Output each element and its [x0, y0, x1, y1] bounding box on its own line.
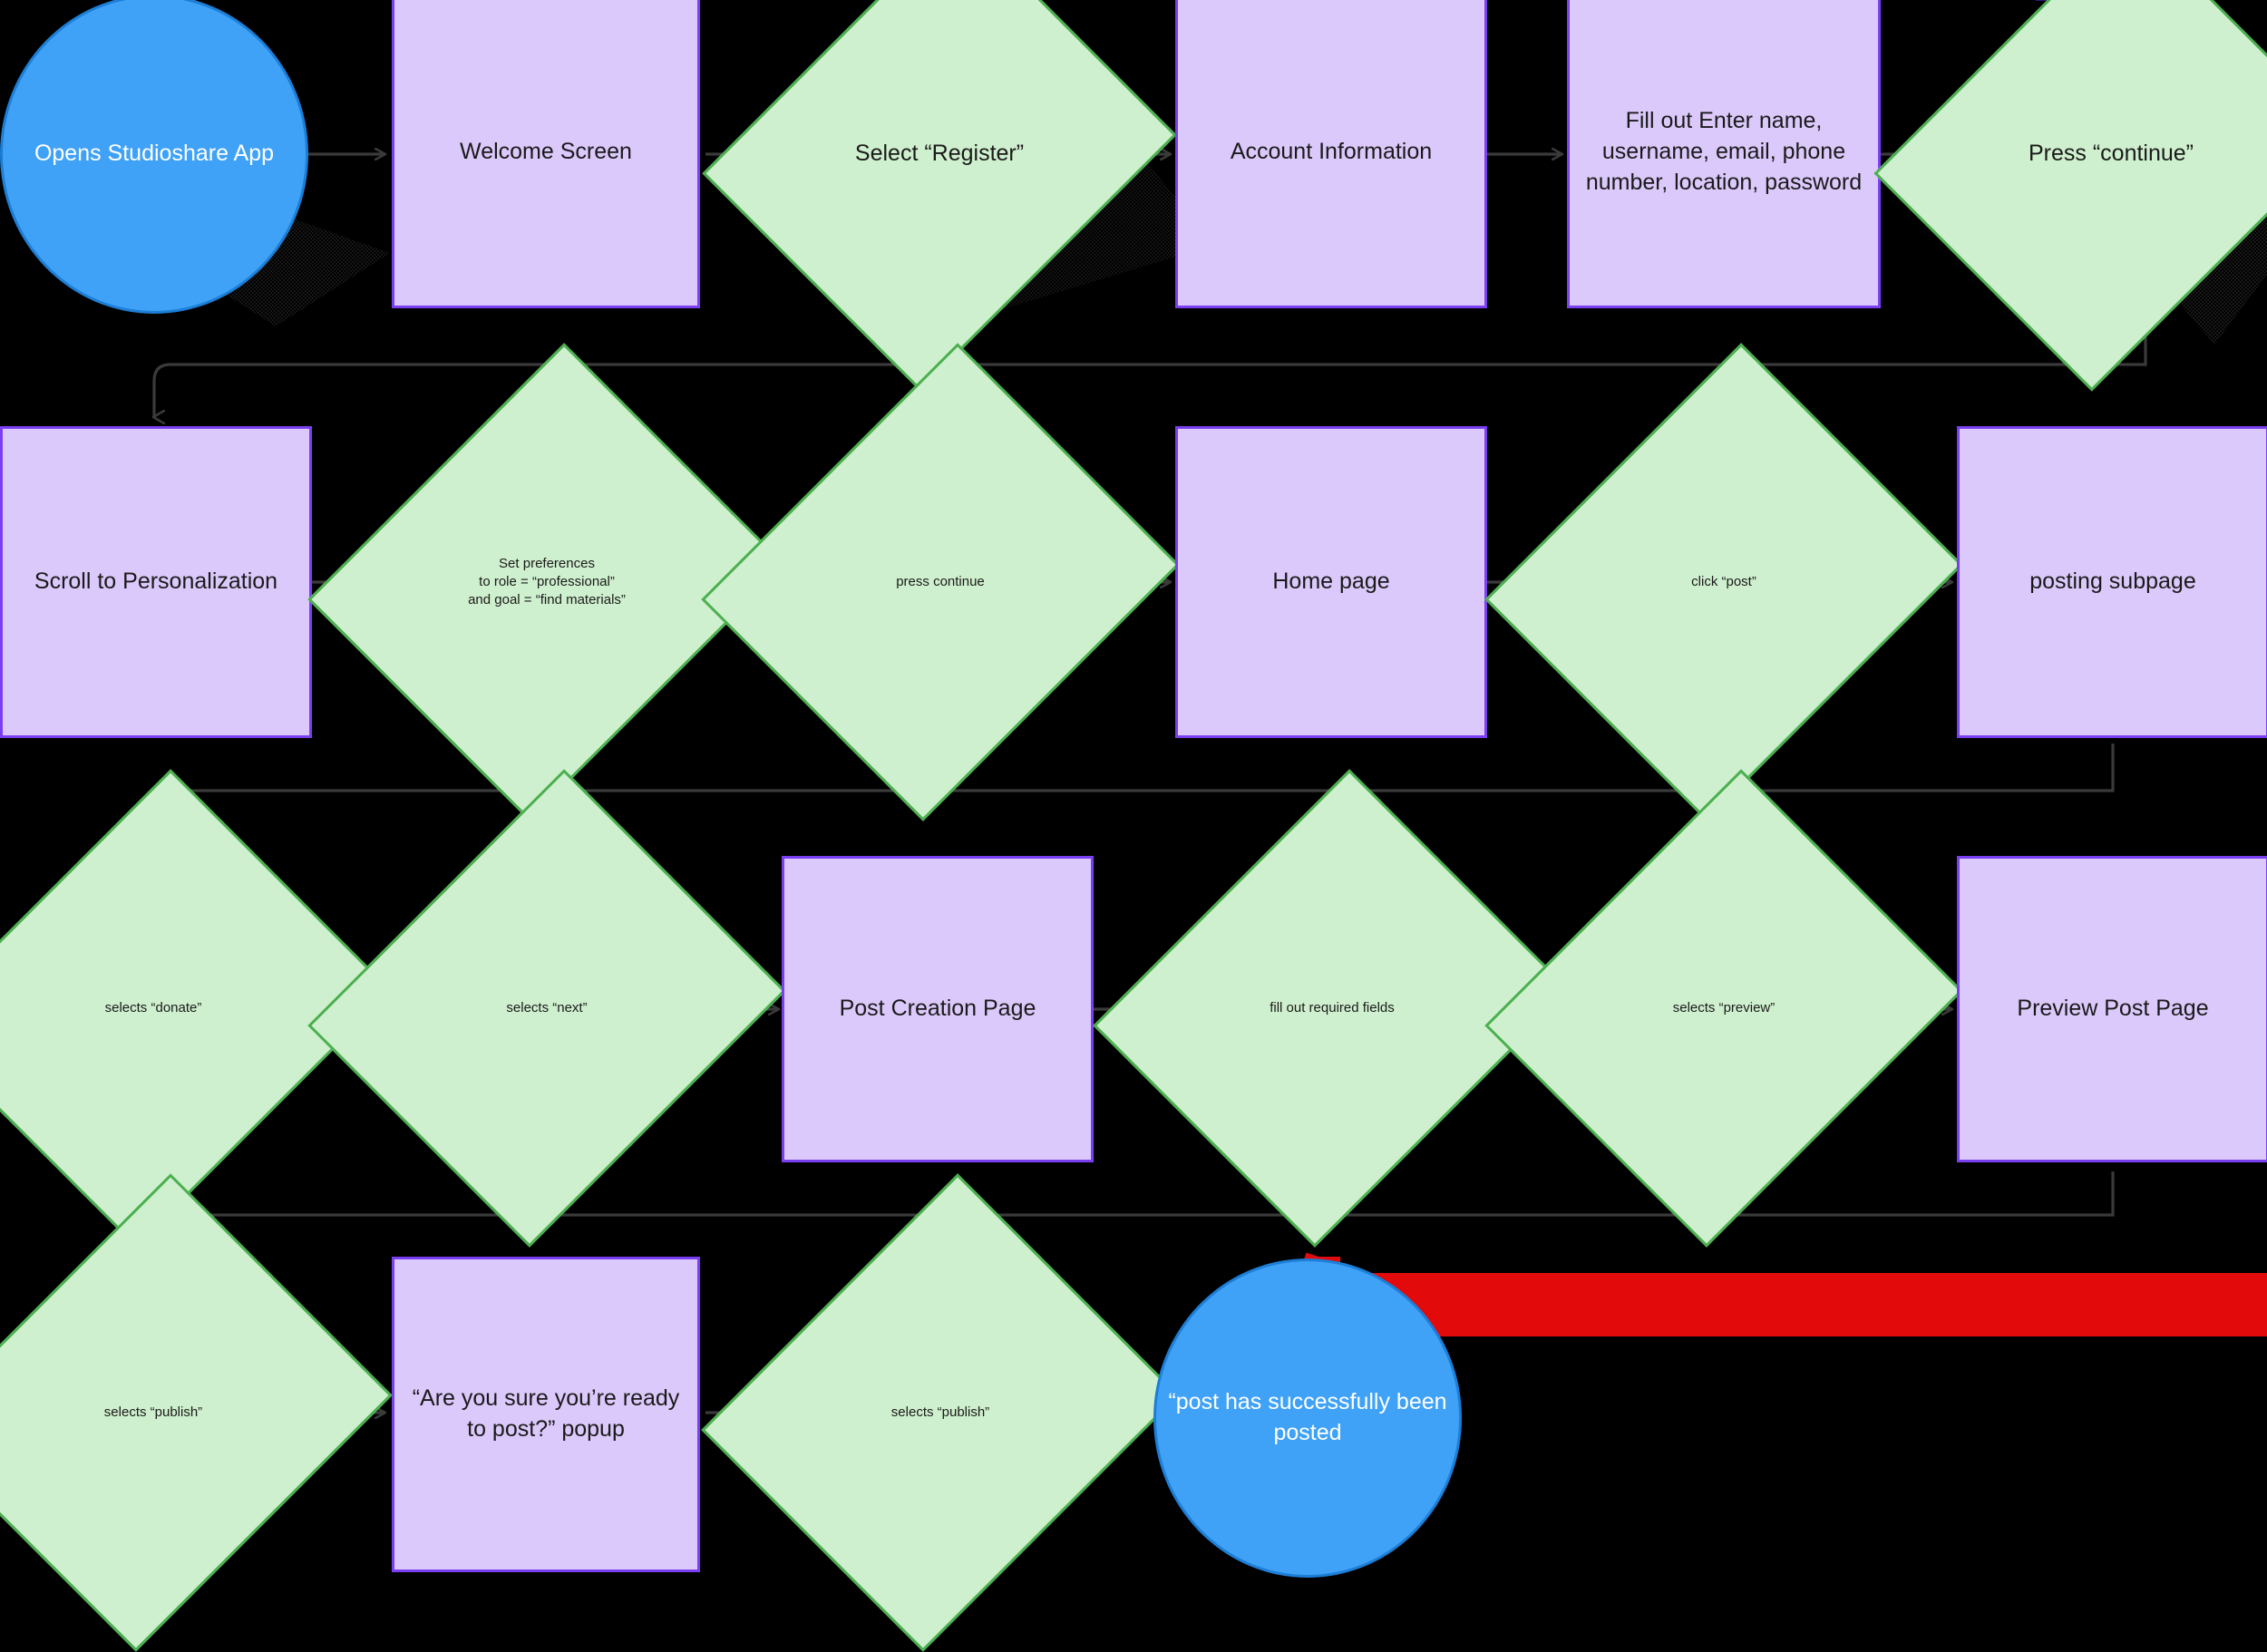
node-posting-subpage[interactable]: posting subpage: [1957, 426, 2267, 738]
node-label: posting subpage: [2029, 568, 2196, 595]
node-label: Preview Post Page: [2017, 996, 2209, 1022]
node-selects-donate[interactable]: selects “donate”: [0, 769, 393, 1248]
node-selects-preview[interactable]: selects “preview”: [1484, 769, 1963, 1248]
node-label: press continue: [896, 573, 985, 589]
node-label: Opens Studioshare App: [34, 141, 275, 167]
node-label: selects “preview”: [1672, 999, 1776, 1015]
node-label: Set preferences to role = “professional”…: [468, 555, 626, 608]
node-post-success[interactable]: “post has successfully been posted: [1153, 1258, 1462, 1578]
node-click-post[interactable]: click “post”: [1484, 343, 1963, 821]
node-label: Scroll to Personalization: [34, 568, 278, 595]
node-select-register[interactable]: Select “Register”: [702, 0, 1177, 392]
node-label: selects “publish”: [890, 1404, 990, 1420]
node-label: Post Creation Page: [839, 996, 1036, 1022]
node-account-information[interactable]: Account Information: [1175, 0, 1487, 308]
node-press-continue-2[interactable]: press continue: [701, 343, 1180, 821]
node-label: selects “next”: [506, 999, 588, 1015]
node-label: Home page: [1272, 568, 1390, 595]
node-selects-publish-1[interactable]: selects “publish”: [0, 1173, 393, 1652]
node-label: selects “publish”: [103, 1404, 203, 1420]
node-label: “Are you sure you’re ready to post?” pop…: [412, 1385, 680, 1442]
node-press-continue-1[interactable]: Press “continue”: [1873, 0, 2267, 392]
node-label: Select “Register”: [854, 141, 1025, 167]
node-label: selects “donate”: [104, 999, 202, 1015]
node-post-creation-page[interactable]: Post Creation Page: [782, 856, 1094, 1162]
node-scroll-personalization[interactable]: Scroll to Personalization: [0, 426, 312, 738]
node-label: Fill out Enter name, username, email, ph…: [1585, 108, 1863, 195]
node-label: Account Information: [1230, 139, 1433, 165]
node-label: click “post”: [1691, 573, 1756, 589]
node-confirm-post-popup[interactable]: “Are you sure you’re ready to post?” pop…: [392, 1257, 700, 1572]
node-home-page[interactable]: Home page: [1175, 426, 1487, 738]
node-label: fill out required fields: [1270, 999, 1395, 1015]
node-welcome-screen[interactable]: Welcome Screen: [392, 0, 700, 308]
node-set-preferences[interactable]: Set preferences to role = “professional”…: [307, 343, 786, 821]
node-label: Press “continue”: [2028, 141, 2194, 167]
node-label: Welcome Screen: [460, 139, 632, 165]
node-selects-next[interactable]: selects “next”: [307, 769, 786, 1248]
node-opens-app[interactable]: Opens Studioshare App: [0, 0, 308, 314]
node-fill-out-details[interactable]: Fill out Enter name, username, email, ph…: [1567, 0, 1881, 308]
node-preview-post-page[interactable]: Preview Post Page: [1957, 856, 2267, 1162]
node-fill-required-fields[interactable]: fill out required fields: [1093, 769, 1571, 1248]
node-label: “post has successfully been posted: [1168, 1389, 1447, 1445]
connector-layer: [0, 0, 2147, 1567]
node-selects-publish-2[interactable]: selects “publish”: [701, 1173, 1180, 1652]
